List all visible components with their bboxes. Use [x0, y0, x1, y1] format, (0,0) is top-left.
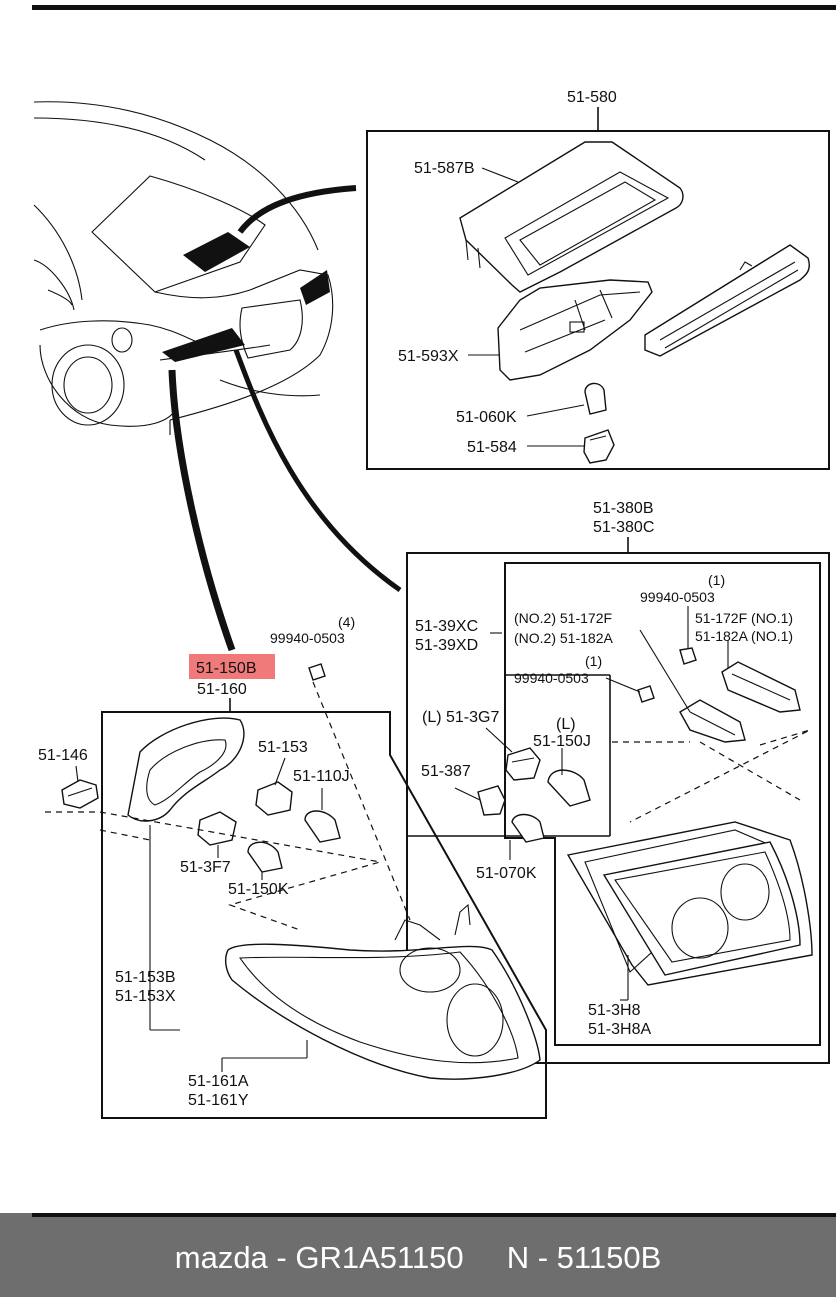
high-mount-stop-lamp-group: [366, 107, 830, 470]
label-51-182A-no1: 51-182A (NO.1): [695, 628, 793, 644]
label-51-580: 51-580: [567, 89, 617, 106]
label-99940-0503-a: 99940-0503: [640, 589, 715, 605]
highlight-51-150B: [189, 654, 275, 679]
label-51-060K: 51-060K: [456, 409, 517, 426]
label-51-172F-no1: 51-172F (NO.1): [695, 610, 793, 626]
label-51-3H8A: 51-3H8A: [588, 1021, 651, 1038]
label-99940-0503-c: 99940-0503: [270, 630, 345, 646]
label-51-182A-no2: (NO.2) 51-182A: [514, 630, 613, 646]
car-rear-sketch: [33, 101, 402, 652]
label-51-3H8: 51-3H8: [588, 1002, 641, 1019]
label-qty-1a: (1): [708, 572, 725, 588]
label-51-070K: 51-070K: [476, 865, 537, 882]
label-51-150J-l: (L): [556, 716, 576, 733]
label-51-39XD: 51-39XD: [415, 637, 478, 654]
label-51-110J: 51-110J: [293, 768, 350, 785]
label-qty-1b: (1): [585, 653, 602, 669]
label-51-387: 51-387: [421, 763, 471, 780]
rear-combination-lamp-inner-group: [406, 537, 830, 1064]
label-51-161A: 51-161A: [188, 1073, 249, 1090]
label-99940-0503-b: 99940-0503: [514, 670, 589, 686]
rear-combination-lamp-outer-group: [45, 663, 547, 1119]
label-51-3F7: 51-3F7: [180, 859, 231, 876]
label-51-153B: 51-153B: [115, 969, 176, 986]
label-51-153: 51-153: [258, 739, 308, 756]
label-51-160: 51-160: [197, 681, 247, 698]
label-51-150B: 51-150B: [196, 660, 257, 677]
label-51-584: 51-584: [467, 439, 517, 456]
label-51-3G7: (L) 51-3G7: [422, 709, 499, 726]
label-51-161Y: 51-161Y: [188, 1092, 249, 1109]
label-51-380B: 51-380B: [593, 500, 654, 517]
footer-part-number: mazda - GR1A51150 N - 51150B: [174, 1240, 662, 1275]
parts-diagram: 51-580 51-587B 51-593X 51-060K 51-584 51…: [32, 5, 836, 1119]
part-labels: 51-580 51-587B 51-593X 51-060K 51-584 51…: [38, 89, 793, 1109]
label-51-150J: 51-150J: [533, 733, 591, 750]
label-qty-4: (4): [338, 614, 355, 630]
footer-rule: [32, 1213, 836, 1217]
label-51-150K: 51-150K: [228, 881, 289, 898]
label-51-146: 51-146: [38, 747, 88, 764]
label-51-587B: 51-587B: [414, 160, 475, 177]
label-51-39XC: 51-39XC: [415, 618, 478, 635]
label-51-172F-no2: (NO.2) 51-172F: [514, 610, 612, 626]
footer-bar: mazda - GR1A51150 N - 51150B: [0, 1213, 836, 1297]
label-51-593X: 51-593X: [398, 348, 459, 365]
top-rule: [32, 5, 836, 10]
label-51-380C: 51-380C: [593, 519, 654, 536]
label-51-153X: 51-153X: [115, 988, 176, 1005]
